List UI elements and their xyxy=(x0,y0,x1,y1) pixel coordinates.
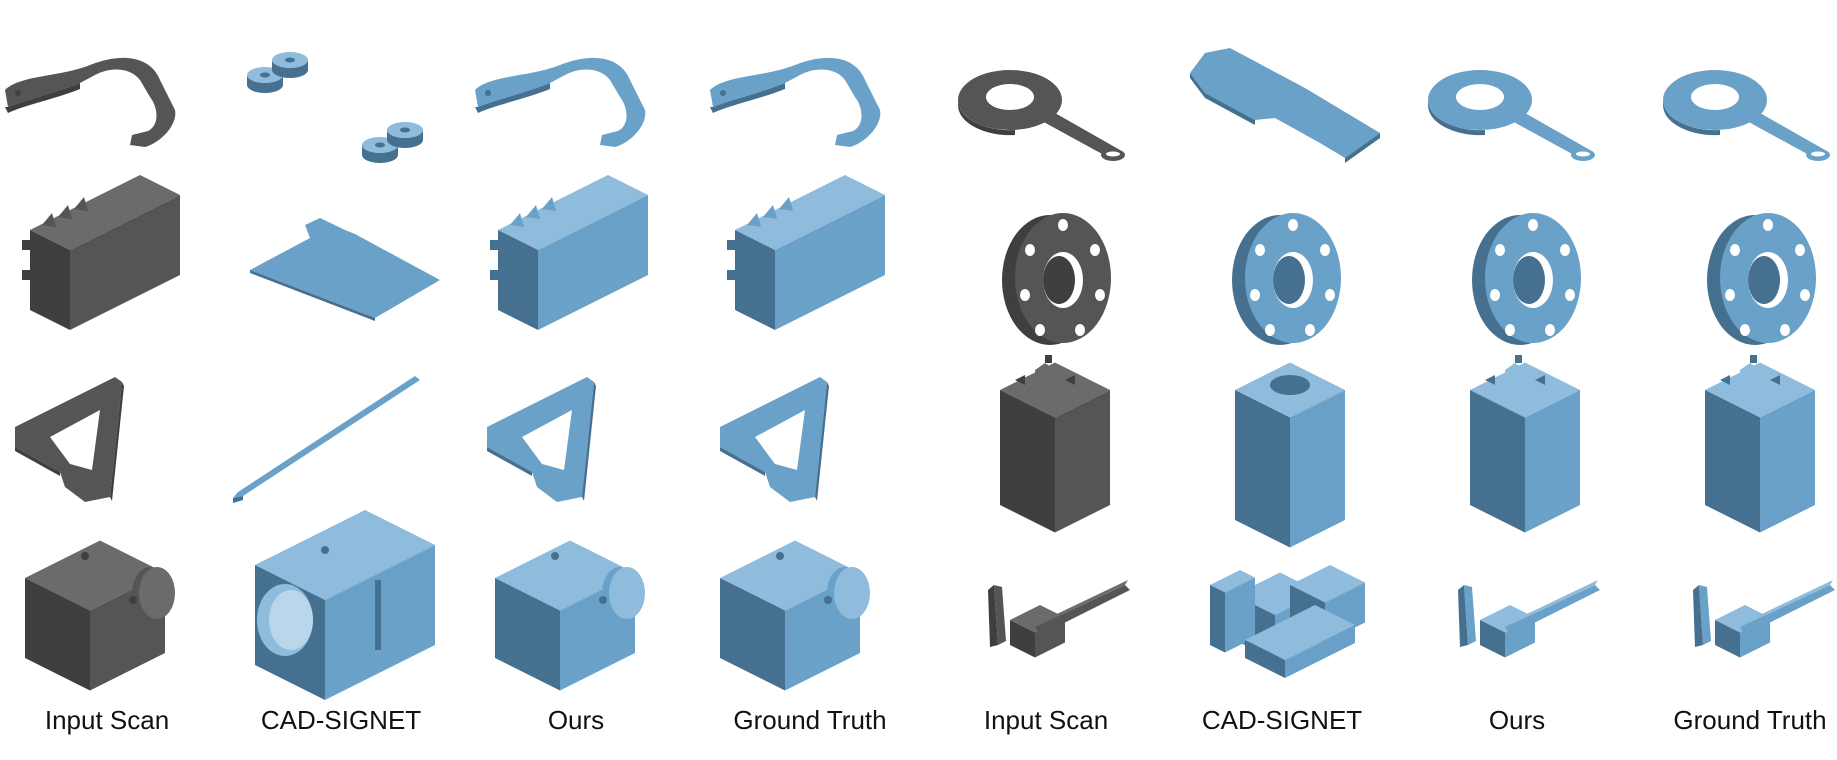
ours-angled-plate xyxy=(1455,210,1585,360)
input-scan-hook-bracket xyxy=(0,55,200,165)
column-label-ours-left: Ours xyxy=(547,705,605,735)
cad-signet-angled-plate xyxy=(1215,210,1345,360)
input-scan-hollow-block xyxy=(980,575,1130,675)
input-scan-flat-plate xyxy=(990,355,1115,533)
input-scan-finned-box xyxy=(10,372,145,512)
cad-signet-hook-bracket xyxy=(235,45,455,175)
ground-truth-hollow-block xyxy=(1685,575,1835,675)
cad-signet-finned-box xyxy=(230,368,460,508)
column-label-input-scan-left: Input Scan xyxy=(44,705,170,735)
column-label-cad-signet-left: CAD-SIGNET xyxy=(260,705,422,735)
cad-signet-pair-of-washers xyxy=(1185,48,1385,168)
input-scan-pair-of-washers xyxy=(955,55,1140,165)
cad-signet-ring-wrench xyxy=(245,200,450,340)
cad-signet-bolt-flange xyxy=(245,510,445,700)
ground-truth-angled-plate xyxy=(1690,210,1820,360)
input-scan-angled-plate xyxy=(985,210,1115,360)
input-scan-ring-wrench xyxy=(20,175,205,355)
ground-truth-hook-bracket xyxy=(705,55,905,165)
ground-truth-ring-wrench xyxy=(725,175,910,355)
cad-signet-flat-plate xyxy=(1225,355,1350,548)
ours-bolt-flange xyxy=(485,538,660,691)
ground-truth-bolt-flange xyxy=(710,538,885,691)
ours-ring-wrench xyxy=(488,175,673,355)
cad-signet-hollow-block xyxy=(1205,545,1380,690)
column-label-ours-right: Ours xyxy=(1488,705,1546,735)
column-label-input-scan-right: Input Scan xyxy=(983,705,1109,735)
ours-hollow-block xyxy=(1450,575,1600,675)
ground-truth-pair-of-washers xyxy=(1660,55,1837,165)
ground-truth-finned-box xyxy=(715,372,850,512)
column-labels: Input Scan CAD-SIGNET Ours Ground Truth … xyxy=(0,705,1837,755)
ground-truth-flat-plate xyxy=(1695,355,1820,533)
column-label-ground-truth-left: Ground Truth xyxy=(733,705,887,735)
ours-pair-of-washers xyxy=(1425,55,1610,165)
input-scan-bolt-flange xyxy=(15,538,190,691)
ours-hook-bracket xyxy=(470,55,670,165)
column-label-cad-signet-right: CAD-SIGNET xyxy=(1201,705,1363,735)
column-label-ground-truth-right: Ground Truth xyxy=(1673,705,1827,735)
ours-flat-plate xyxy=(1460,355,1585,533)
ours-finned-box xyxy=(482,372,617,512)
